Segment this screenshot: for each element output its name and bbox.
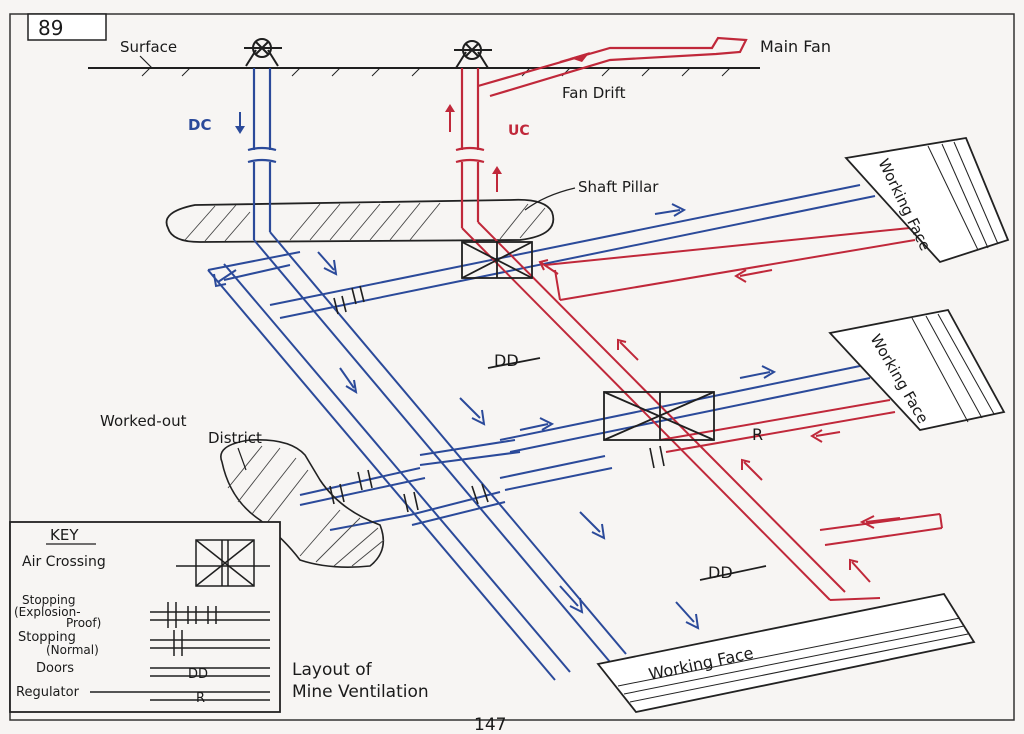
svg-text:DD: DD [494,351,519,370]
downcast-headframe [244,38,282,67]
diagram-title-2: Mine Ventilation [292,682,429,702]
doors-upper: DD [487,351,541,370]
working-face-top: Working Face [844,136,1010,264]
intake-arrows [213,203,777,630]
dc-label: DC [188,116,211,134]
page-number-top: 89 [38,16,63,40]
air-crossing-middle [603,391,715,441]
fan-drift-label: Fan Drift [562,84,626,102]
diagram-title-1: Layout of [292,660,373,680]
downcast-shaft [247,68,277,240]
key-regulator: Regulator [16,685,80,700]
return-arrows [538,259,901,583]
key-stopping-ep-3: Proof) [66,616,101,630]
key-doors: Doors [36,661,74,676]
working-face-middle: Working Face [828,308,1006,431]
surface-hatching [141,67,731,77]
upcast-headframe [454,40,492,69]
air-crossing-upper [461,241,533,279]
page-number-bottom: 147 [474,715,506,734]
worked-out-label-1: Worked-out [100,412,187,430]
stoppings [329,285,665,513]
key-stopping-n-1: Stopping [18,630,76,645]
key-air-crossing: Air Crossing [22,554,106,570]
worked-out-label-2: District [208,429,262,447]
key-stopping-ep-2: (Explosion- [14,605,81,619]
page-number-box [27,13,107,41]
key-stopping-ep-1: Stopping [22,593,75,607]
key-legend: KEY Air Crossing Stopping (Explosion- Pr… [9,521,281,713]
surface-label: Surface [120,38,177,56]
return-airways [461,221,943,601]
main-fan-label: Main Fan [760,37,831,56]
working-face-bottom: Working Face [596,592,976,713]
doors-lower: DD [699,563,767,582]
shaft-pillar-label: Shaft Pillar [578,178,659,196]
svg-text:DD: DD [708,563,733,582]
shaft-pillar [165,198,555,243]
key-doors-symbol: DD [188,667,208,682]
key-regulator-symbol: R [196,691,205,706]
page-border [9,13,1015,721]
fan-drift [477,36,748,98]
svg-text:KEY: KEY [50,526,79,544]
upcast-shaft [455,68,485,228]
uc-label: UC [508,123,530,139]
key-stopping-n-2: (Normal) [46,643,99,657]
regulator-mark: R [752,425,763,444]
upcast-arrows [445,104,502,192]
